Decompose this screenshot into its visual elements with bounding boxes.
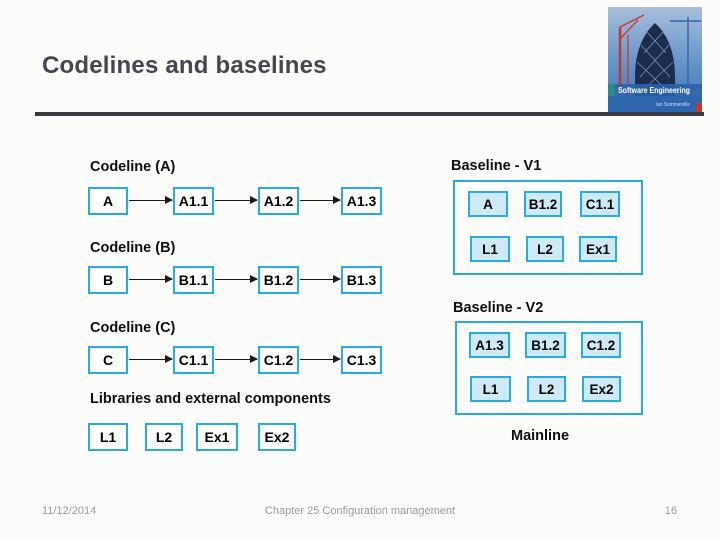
mainline-label: Mainline: [511, 428, 570, 444]
baseline-component-chip: C1.2: [581, 332, 621, 358]
baseline-component-chip: B1.2: [525, 332, 566, 358]
baseline-v2-box: [455, 321, 643, 415]
codeline-b-label: Codeline (B): [90, 240, 176, 256]
baseline-component-chip: A1.3: [469, 332, 510, 358]
arrow-right-connector: [300, 196, 341, 204]
library-box: L2: [145, 423, 183, 451]
baseline-library-chip: L1: [470, 236, 510, 262]
library-box: L1: [88, 423, 128, 451]
baseline-library-chip: Ex2: [582, 376, 621, 402]
book-title-text: Software Engineering: [618, 86, 690, 95]
arrow-right-connector: [215, 355, 258, 363]
version-box: C1.3: [341, 346, 382, 374]
title-divider: [35, 112, 704, 116]
baseline-component-chip: A: [468, 191, 508, 217]
version-box: B1.3: [341, 266, 382, 294]
baseline-library-chip: L2: [526, 236, 564, 262]
footer-chapter-title: Chapter 25 Configuration management: [264, 505, 456, 517]
codeline-a-label: Codeline (A): [90, 159, 176, 175]
baseline-component-chip: C1.1: [580, 191, 620, 217]
footer-page-number: 16: [664, 505, 677, 517]
gherkin-tower: [635, 23, 675, 97]
version-box: B: [88, 266, 128, 294]
arrow-right-connector: [215, 196, 258, 204]
version-box: A1.1: [173, 187, 214, 215]
library-box: Ex2: [258, 423, 296, 451]
baseline-v1-box: [453, 180, 643, 275]
version-box: C1.1: [173, 346, 214, 374]
version-box: B1.2: [258, 266, 299, 294]
book-author-text: Ian Sommerville: [656, 102, 690, 108]
page-title: Codelines and baselines: [42, 52, 327, 79]
arrow-right-connector: [300, 355, 341, 363]
baseline-library-chip: L1: [470, 376, 511, 402]
footer-date: 11/12/2014: [42, 505, 97, 517]
version-box: B1.1: [173, 266, 214, 294]
codeline-c-label: Codeline (C): [90, 320, 176, 336]
arrow-right-connector: [129, 275, 173, 283]
arrow-right-connector: [300, 275, 341, 283]
software-engineering-book-cover: Software Engineering Ian Sommerville: [608, 7, 702, 112]
version-box: A1.3: [341, 187, 382, 215]
arrow-right-connector: [129, 355, 173, 363]
library-box: Ex1: [196, 423, 238, 451]
version-box: A1.2: [258, 187, 299, 215]
arrow-right-connector: [215, 275, 258, 283]
baseline-library-chip: L2: [527, 376, 566, 402]
book-cover-art: Software Engineering Ian Sommerville: [608, 7, 702, 112]
blue-crane: [670, 17, 701, 87]
baseline-v2-label: Baseline - V2: [453, 300, 544, 316]
arrow-right-connector: [129, 196, 173, 204]
cover-red-accent: [696, 103, 702, 112]
version-box: A: [88, 187, 128, 215]
version-box: C: [88, 346, 128, 374]
baseline-v1-label: Baseline - V1: [451, 158, 542, 174]
libraries-label: Libraries and external components: [90, 391, 331, 407]
cover-teal-accent: [608, 84, 615, 96]
baseline-component-chip: B1.2: [524, 191, 562, 217]
version-box: C1.2: [258, 346, 299, 374]
baseline-library-chip: Ex1: [579, 236, 617, 262]
